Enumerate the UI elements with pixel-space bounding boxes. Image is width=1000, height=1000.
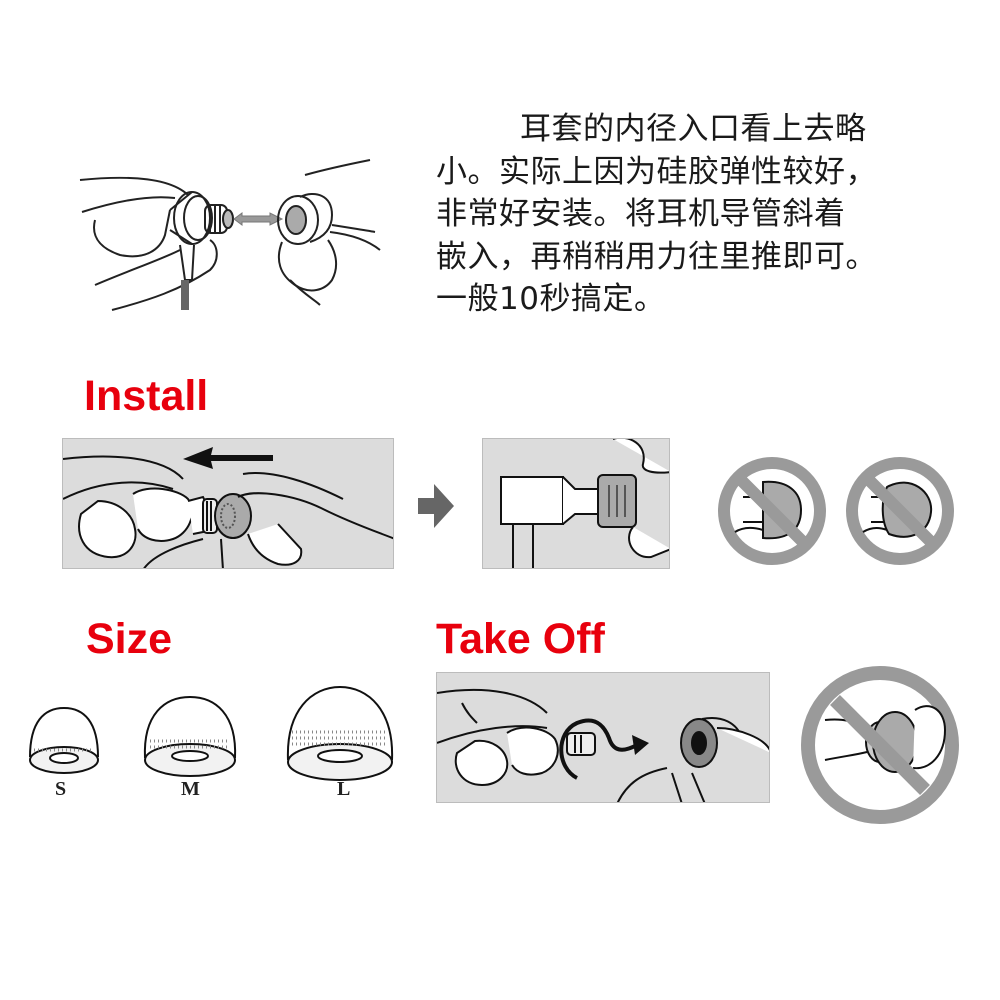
ear-tip-large xyxy=(286,685,394,781)
instruction-line: 非常好安装。将耳机导管斜着 xyxy=(436,196,846,232)
size-label-s: S xyxy=(55,778,67,800)
take-off-heading: Take Off xyxy=(436,615,605,663)
prohibited-icon xyxy=(860,471,940,551)
instruction-text: 耳套的内径入口看上去略 小。实际上因为硅胶弹性较好， 非常好安装。将耳机导管斜着… xyxy=(436,108,966,321)
take-off-panel xyxy=(436,672,770,803)
size-chart xyxy=(20,672,400,808)
size-heading: Size xyxy=(86,615,173,663)
right-arrow-icon xyxy=(418,482,454,530)
install-panel xyxy=(62,438,394,569)
prohibited-example-2 xyxy=(841,452,959,570)
instruction-line: 一般10秒搞定。 xyxy=(436,281,666,317)
install-result-panel xyxy=(482,438,670,569)
size-label-m: M xyxy=(181,778,200,800)
instruction-line: 嵌入，再稍稍用力往里推即可。 xyxy=(436,238,877,275)
prohibited-example-3 xyxy=(795,660,965,830)
prohibited-icon xyxy=(732,471,812,551)
curved-arrow-icon xyxy=(559,718,649,780)
ear-tip-small xyxy=(29,706,99,774)
instruction-line: 小。实际上因为硅胶弹性较好， xyxy=(436,153,877,190)
attach-illustration xyxy=(70,150,390,320)
ear-tip-medium xyxy=(143,695,237,777)
prohibited-icon xyxy=(830,695,930,795)
double-arrow-icon xyxy=(233,212,284,226)
size-label-l: L xyxy=(337,778,351,800)
left-arrow-icon xyxy=(183,447,273,469)
install-heading: Install xyxy=(84,372,209,420)
prohibited-example-1 xyxy=(713,452,831,570)
instruction-line: 耳套的内径入口看上去略 xyxy=(520,111,867,147)
